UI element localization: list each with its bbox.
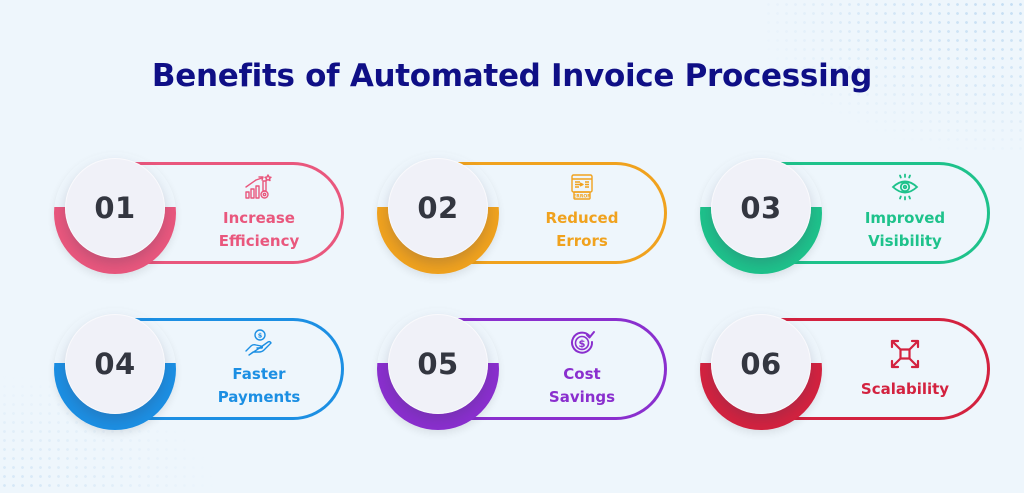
benefit-content: $ Cost Savings [517, 322, 647, 416]
benefit-number: 05 [417, 347, 459, 381]
benefit-number: 02 [417, 191, 459, 225]
card-pill-outline [437, 162, 667, 264]
benefit-card-cost-savings: 05 $ Cost Savings [377, 308, 667, 430]
page-title: Benefits of Automated Invoice Processing [151, 58, 873, 94]
number-disc: 05 [388, 314, 488, 414]
benefit-number: 04 [94, 347, 136, 381]
dollar-check-icon: $ [567, 329, 597, 357]
benefit-number: 06 [740, 347, 782, 381]
benefit-content: $ Faster Payments [194, 322, 324, 416]
svg-text:$: $ [258, 331, 263, 339]
benefit-card-faster-payments: 04 $ Faster Payments [54, 308, 344, 430]
scale-arrows-icon [889, 338, 921, 370]
benefit-content: ERROR Reduced Errors [517, 166, 647, 260]
benefit-label: Increase Efficiency [218, 209, 300, 250]
card-pill-outline [760, 162, 990, 264]
number-disc: 03 [711, 158, 811, 258]
efficiency-chart-icon [244, 173, 274, 201]
benefit-label: Cost Savings [548, 365, 616, 406]
number-disc: 04 [65, 314, 165, 414]
benefit-card-improved-visibility: 03 Improved Visibility [700, 152, 990, 274]
eye-icon [890, 173, 920, 201]
number-disc: 01 [65, 158, 165, 258]
benefit-label: Faster Payments [217, 365, 301, 406]
error-document-icon: ERROR [567, 173, 597, 201]
card-pill-outline [760, 318, 990, 420]
svg-text:$: $ [579, 339, 586, 350]
benefit-content: Improved Visibility [840, 166, 970, 260]
benefit-card-increase-efficiency: 01 Increase Efficiency [54, 152, 344, 274]
benefit-card-scalability: 06 Scalability [700, 308, 990, 430]
benefit-card-reduced-errors: 02 ERROR Reduced Errors [377, 152, 667, 274]
number-disc: 06 [711, 314, 811, 414]
benefit-label: Improved Visibility [864, 209, 946, 250]
benefit-number: 03 [740, 191, 782, 225]
card-pill-outline [114, 162, 344, 264]
benefit-label: Scalability [860, 379, 950, 398]
card-pill-outline [114, 318, 344, 420]
benefit-content: Increase Efficiency [194, 166, 324, 260]
svg-text:ERROR: ERROR [573, 194, 591, 200]
benefit-label: Reduced Errors [545, 209, 619, 250]
card-pill-outline [437, 318, 667, 420]
number-disc: 02 [388, 158, 488, 258]
benefit-content: Scalability [840, 322, 970, 416]
benefit-number: 01 [94, 191, 136, 225]
hand-coin-icon: $ [244, 329, 274, 357]
